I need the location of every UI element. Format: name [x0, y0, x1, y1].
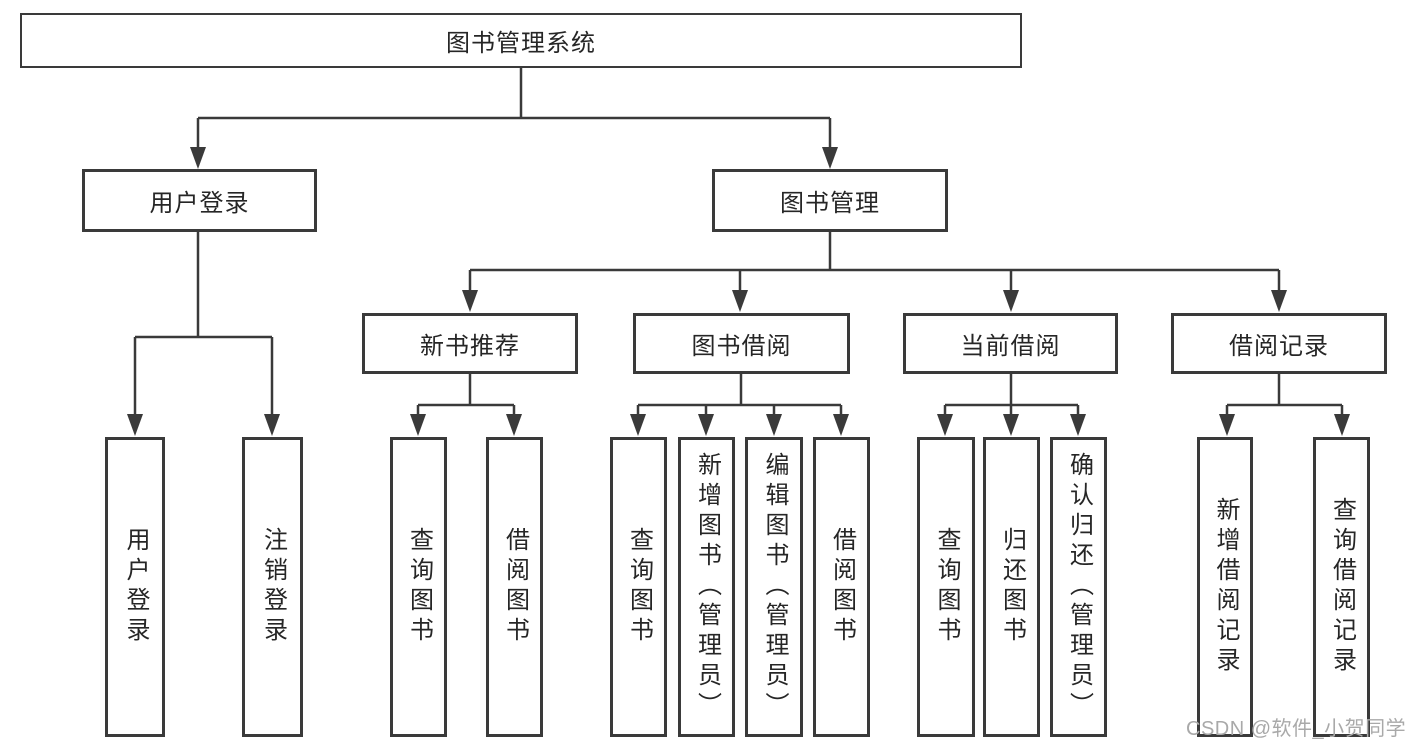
- arrowhead-icon: [1271, 290, 1287, 312]
- node-leaf-add-borrow-record: 新增借阅记录: [1197, 437, 1253, 737]
- arrowhead-icon: [1003, 290, 1019, 312]
- arrowhead-icon: [506, 414, 522, 436]
- node-leaf-query-book-newbook: 查询图书: [390, 437, 447, 737]
- arrowhead-icon: [462, 290, 478, 312]
- arrowhead-icon: [732, 290, 748, 312]
- arrowhead-icon: [1070, 414, 1086, 436]
- arrowhead-icon: [766, 414, 782, 436]
- arrowhead-icon: [937, 414, 953, 436]
- arrowhead-icon: [833, 414, 849, 436]
- connector-book-borrow-to-leaves: [636, 374, 843, 416]
- node-leaf-borrow-book: 借阅图书: [813, 437, 870, 737]
- connector-root-to-level2: [196, 68, 832, 149]
- node-leaf-edit-book-admin: 编辑图书（管理员）: [745, 437, 803, 737]
- connector-new-book-to-leaves: [416, 374, 516, 416]
- arrowhead-icon: [698, 414, 714, 436]
- connector-user-login-to-leaves: [133, 232, 274, 416]
- arrowhead-icon: [630, 414, 646, 436]
- node-user-login-module: 用户登录: [82, 169, 317, 232]
- node-leaf-user-login: 用户登录: [105, 437, 165, 737]
- node-leaf-query-book-current: 查询图书: [917, 437, 975, 737]
- arrowhead-icon: [264, 414, 280, 436]
- node-borrowing-records: 借阅记录: [1171, 313, 1387, 374]
- node-book-management-module: 图书管理: [712, 169, 948, 232]
- csdn-watermark: CSDN @软件_小贺同学: [1186, 718, 1405, 740]
- arrowhead-icon: [822, 147, 838, 169]
- arrowhead-icon: [1219, 414, 1235, 436]
- node-leaf-query-book-borrow: 查询图书: [610, 437, 667, 737]
- arrowheads: [127, 147, 1350, 436]
- connector-current-borrow-to-leaves: [943, 374, 1080, 416]
- node-leaf-add-book-admin: 新增图书（管理员）: [678, 437, 735, 737]
- node-new-book-recommend: 新书推荐: [362, 313, 578, 374]
- arrowhead-icon: [410, 414, 426, 436]
- arrowhead-icon: [190, 147, 206, 169]
- connector-borrow-record-to-leaves: [1225, 374, 1344, 416]
- arrowhead-icon: [127, 414, 143, 436]
- node-leaf-return-book: 归还图书: [983, 437, 1040, 737]
- arrowhead-icon: [1334, 414, 1350, 436]
- node-leaf-borrow-book-newbook: 借阅图书: [486, 437, 543, 737]
- connector-book-mgmt-to-level3: [468, 232, 1281, 292]
- node-book-borrowing: 图书借阅: [633, 313, 850, 374]
- node-leaf-confirm-return-admin: 确认归还（管理员）: [1050, 437, 1107, 737]
- node-leaf-query-borrow-record: 查询借阅记录: [1313, 437, 1370, 737]
- arrowhead-icon: [1003, 414, 1019, 436]
- node-leaf-logout: 注销登录: [242, 437, 303, 737]
- node-root-library-system: 图书管理系统: [20, 13, 1022, 68]
- node-current-borrowing: 当前借阅: [903, 313, 1118, 374]
